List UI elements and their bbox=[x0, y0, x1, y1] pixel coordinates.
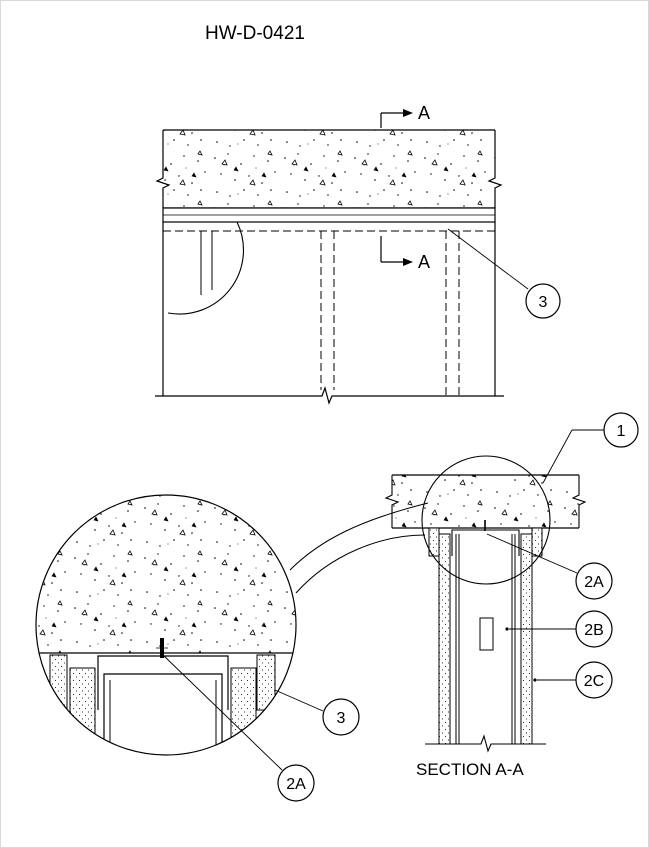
callout-1 bbox=[603, 412, 639, 448]
elevation-view: A A 3 bbox=[155, 103, 561, 405]
svg-text:3: 3 bbox=[539, 294, 548, 311]
concrete-slab bbox=[163, 130, 495, 208]
callout-2b bbox=[575, 610, 613, 648]
callout-3-detail bbox=[322, 698, 360, 736]
callout-2a-right bbox=[575, 562, 613, 600]
section-mark-top: A bbox=[418, 103, 430, 123]
svg-text:3: 3 bbox=[337, 710, 346, 727]
svg-text:2C: 2C bbox=[584, 673, 604, 690]
callout-2a-detail bbox=[277, 764, 315, 802]
enlarged-detail: 3 2A bbox=[35, 494, 429, 802]
callout-2c bbox=[575, 661, 613, 699]
svg-text:2A: 2A bbox=[584, 574, 604, 591]
drawing-number: HW-D-0421 bbox=[205, 23, 305, 44]
svg-text:2A: 2A bbox=[286, 776, 306, 793]
section-a-a: 1 2A 2B 2C SECTION A-A bbox=[384, 412, 639, 779]
callout-3-top bbox=[525, 283, 561, 319]
section-caption: SECTION A-A bbox=[416, 760, 524, 779]
svg-text:1: 1 bbox=[617, 423, 626, 440]
section-mark-bottom: A bbox=[418, 252, 430, 272]
svg-text:2B: 2B bbox=[584, 622, 604, 639]
